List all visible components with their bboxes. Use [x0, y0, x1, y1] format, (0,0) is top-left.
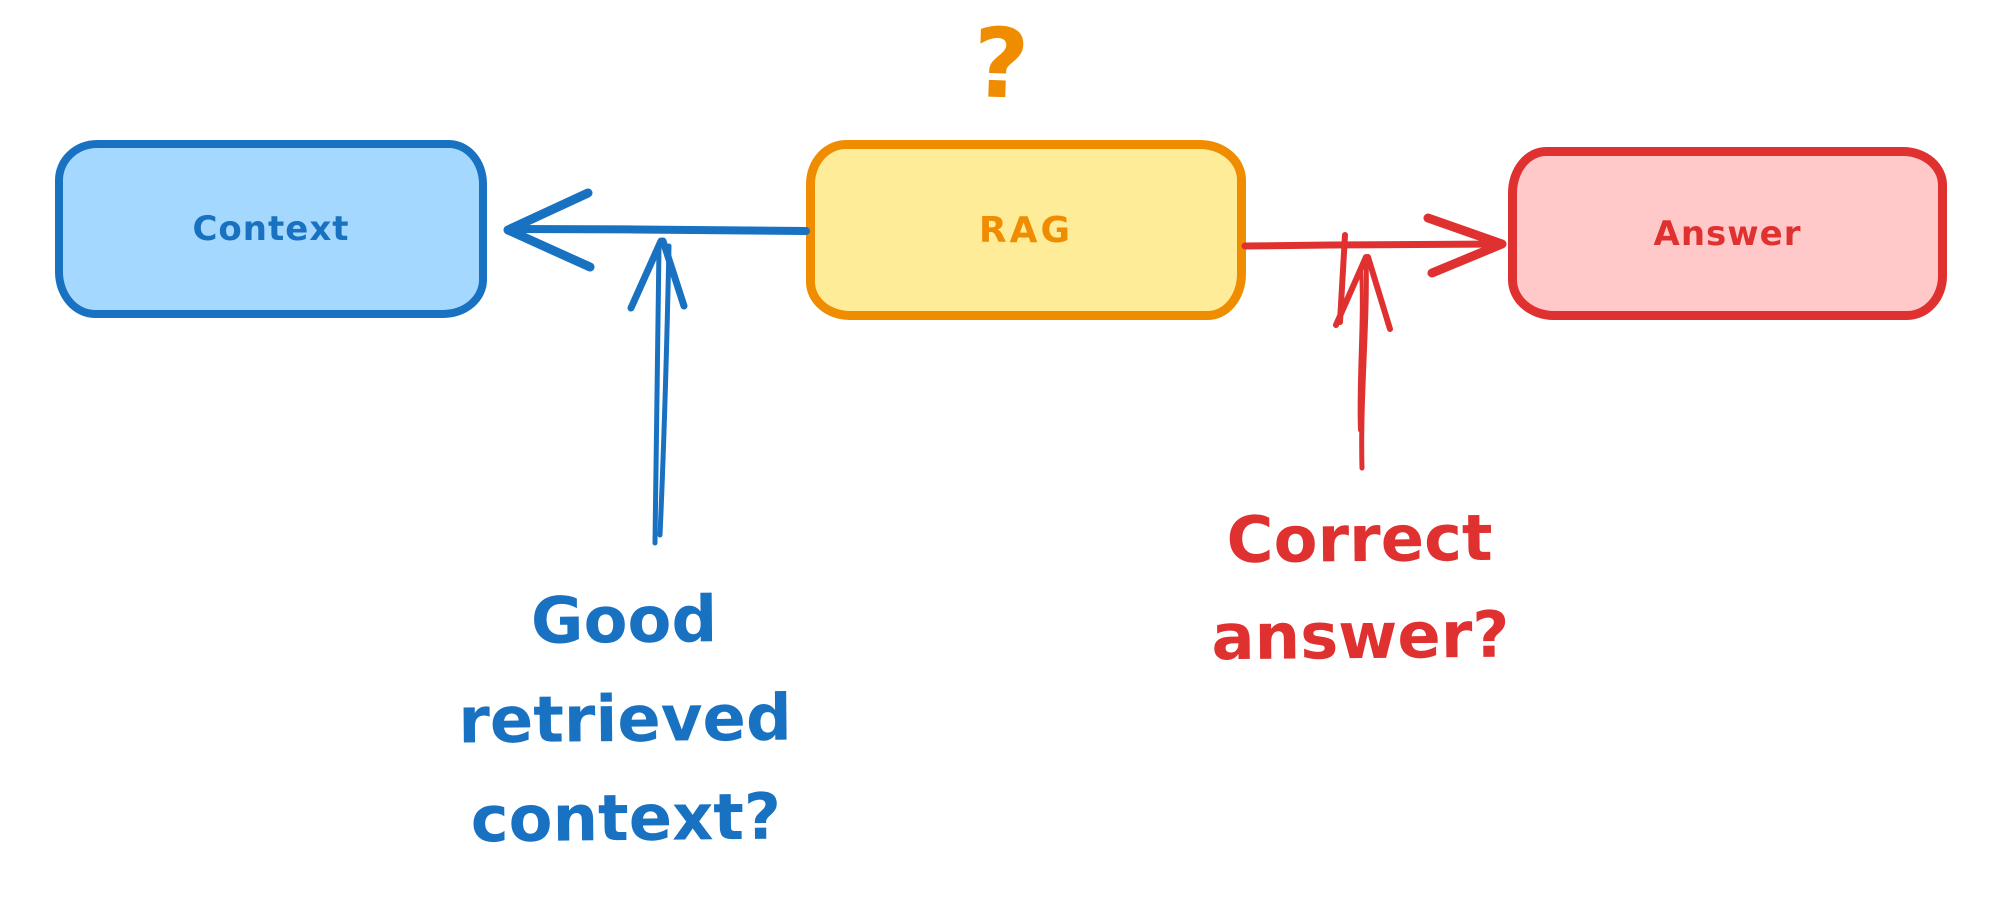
arrow-rag-to-answer-head — [1423, 213, 1507, 278]
arrow-answer-pointer — [1333, 232, 1393, 471]
node-answer: Answer — [1508, 147, 1947, 320]
node-context: Context — [55, 140, 487, 318]
arrow-answer-pointer-head — [1333, 232, 1393, 332]
node-answer-label: Answer — [1653, 213, 1802, 254]
node-rag: RAG — [806, 140, 1246, 320]
arrow-rag-to-answer — [1241, 213, 1507, 278]
node-rag-label: RAG — [978, 209, 1074, 251]
retrieval-question: Good retrieved context? — [374, 570, 877, 871]
arrow-rag-to-context — [503, 188, 810, 272]
answer-question-line-1: Correct — [1226, 501, 1493, 579]
retrieval-question-line-2: retrieved — [457, 681, 793, 759]
answer-question: Correct answer? — [1109, 490, 1611, 688]
question-mark: ? — [971, 7, 1031, 121]
arrow-rag-to-context-head — [503, 188, 595, 272]
arrow-retrieval-pointer-head — [627, 237, 688, 312]
answer-question-line-2: answer? — [1211, 598, 1510, 676]
arrow-retrieval-pointer-shaft-2 — [657, 243, 672, 538]
retrieval-question-line-3: context? — [470, 780, 782, 858]
retrieval-question-line-1: Good — [530, 583, 718, 659]
node-context-label: Context — [192, 209, 350, 249]
arrow-answer-pointer-shaft-2 — [1357, 266, 1364, 432]
arrow-answer-pointer-shaft-1 — [1359, 257, 1369, 471]
arrow-retrieval-pointer — [627, 237, 688, 546]
arrow-rag-to-context-shaft — [506, 225, 810, 235]
arrow-rag-to-answer-shaft — [1241, 240, 1504, 250]
arrow-retrieval-pointer-shaft-1 — [652, 243, 662, 546]
